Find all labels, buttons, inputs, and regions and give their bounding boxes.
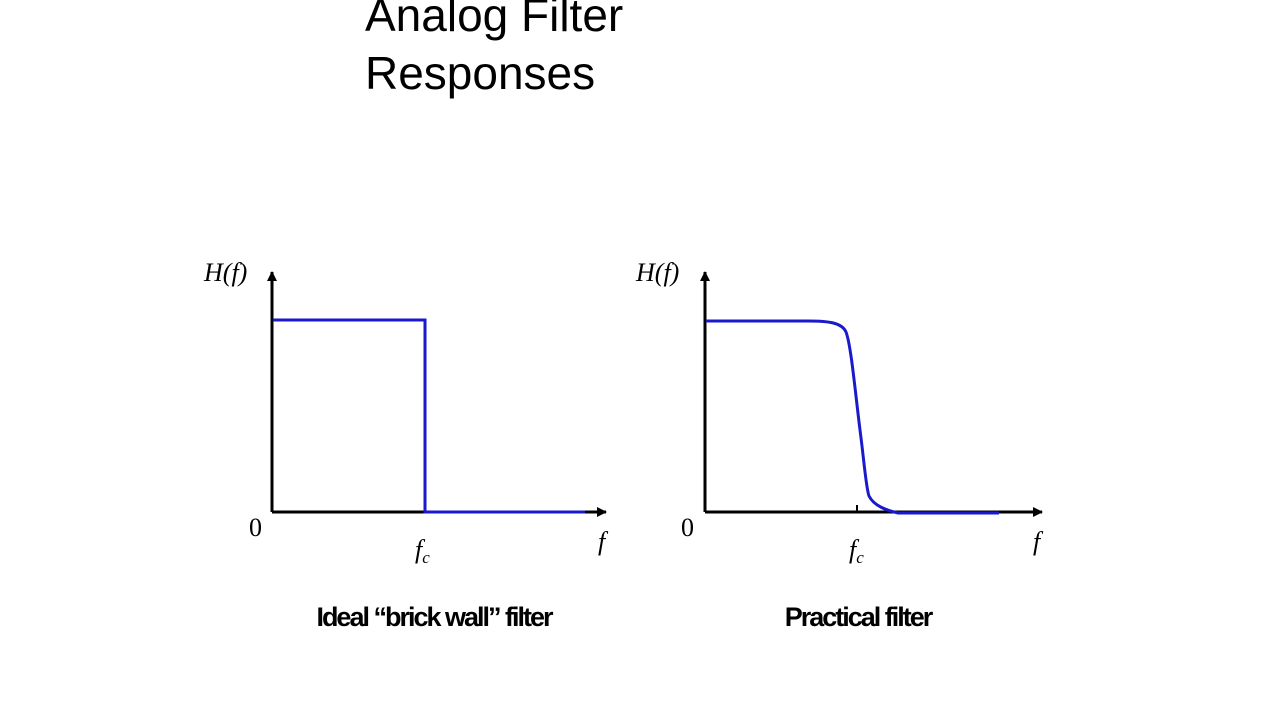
title-line-2: Responses bbox=[365, 47, 596, 99]
ideal-origin-label: 0 bbox=[249, 513, 262, 542]
practical-filter-caption: Practical filter bbox=[785, 602, 934, 632]
practical-filter-plot: H(f) 0 f fc Practical filter bbox=[635, 258, 1044, 632]
practical-origin-label: 0 bbox=[681, 513, 694, 542]
ideal-y-axis-label: H(f) bbox=[203, 258, 247, 287]
ideal-cutoff-label: fc bbox=[415, 535, 430, 567]
slide-title: Analog Filter Responses bbox=[365, 0, 623, 102]
ideal-x-axis-label: f bbox=[598, 527, 609, 556]
ideal-response-curve bbox=[273, 318, 585, 514]
practical-x-axis-label: f bbox=[1033, 527, 1044, 556]
practical-y-axis-label: H(f) bbox=[635, 258, 679, 287]
title-line-1: Analog Filter bbox=[365, 0, 624, 41]
practical-response-curve bbox=[706, 319, 999, 515]
ideal-filter-caption: Ideal “brick wall” filter bbox=[316, 602, 554, 632]
practical-cutoff-label: fc bbox=[849, 535, 864, 567]
ideal-filter-plot: H(f) 0 f fc Ideal “brick wall” filter bbox=[203, 258, 609, 632]
